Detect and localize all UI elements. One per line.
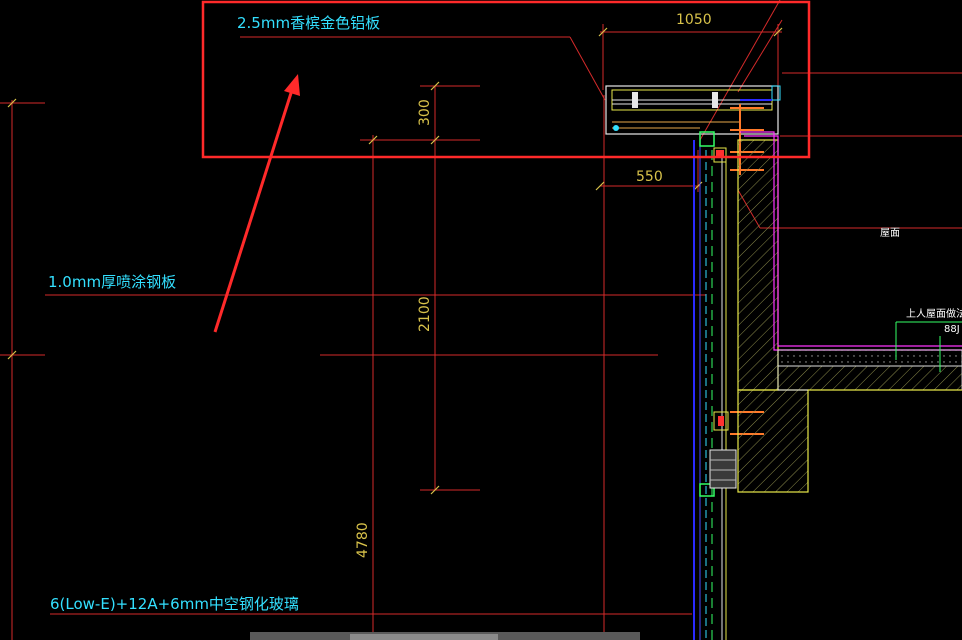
dimension-ticks xyxy=(7,27,783,495)
dimension-top-width: 1050 xyxy=(676,12,712,28)
roof-label: 屋面 xyxy=(880,227,900,239)
top-panel-assembly xyxy=(605,85,781,135)
aluminum-panel-label: 2.5mm香槟金色铝板 xyxy=(237,14,380,32)
glass-curtain-wall xyxy=(693,140,727,640)
dimension-offset-width: 550 xyxy=(636,169,663,185)
steel-panel-label: 1.0mm厚喷涂钢板 xyxy=(48,273,176,291)
roof-detail-code: 88J xyxy=(944,324,960,335)
annotation-arrow xyxy=(213,74,300,333)
dimension-middle-height: 2100 xyxy=(417,296,433,332)
glass-components xyxy=(699,131,737,497)
dimension-lines xyxy=(0,24,962,640)
scrollbar-thumb[interactable] xyxy=(350,634,498,640)
concrete-wall xyxy=(737,139,809,493)
glass-label: 6(Low-E)+12A+6mm中空钢化玻璃 xyxy=(50,595,299,613)
roof-detail-label: 上人屋面做法详 xyxy=(906,307,962,320)
highlight-box xyxy=(201,0,811,159)
dimension-total-height: 4780 xyxy=(355,522,371,558)
dimension-panel-height: 300 xyxy=(417,99,433,126)
roof-slab xyxy=(777,321,962,391)
